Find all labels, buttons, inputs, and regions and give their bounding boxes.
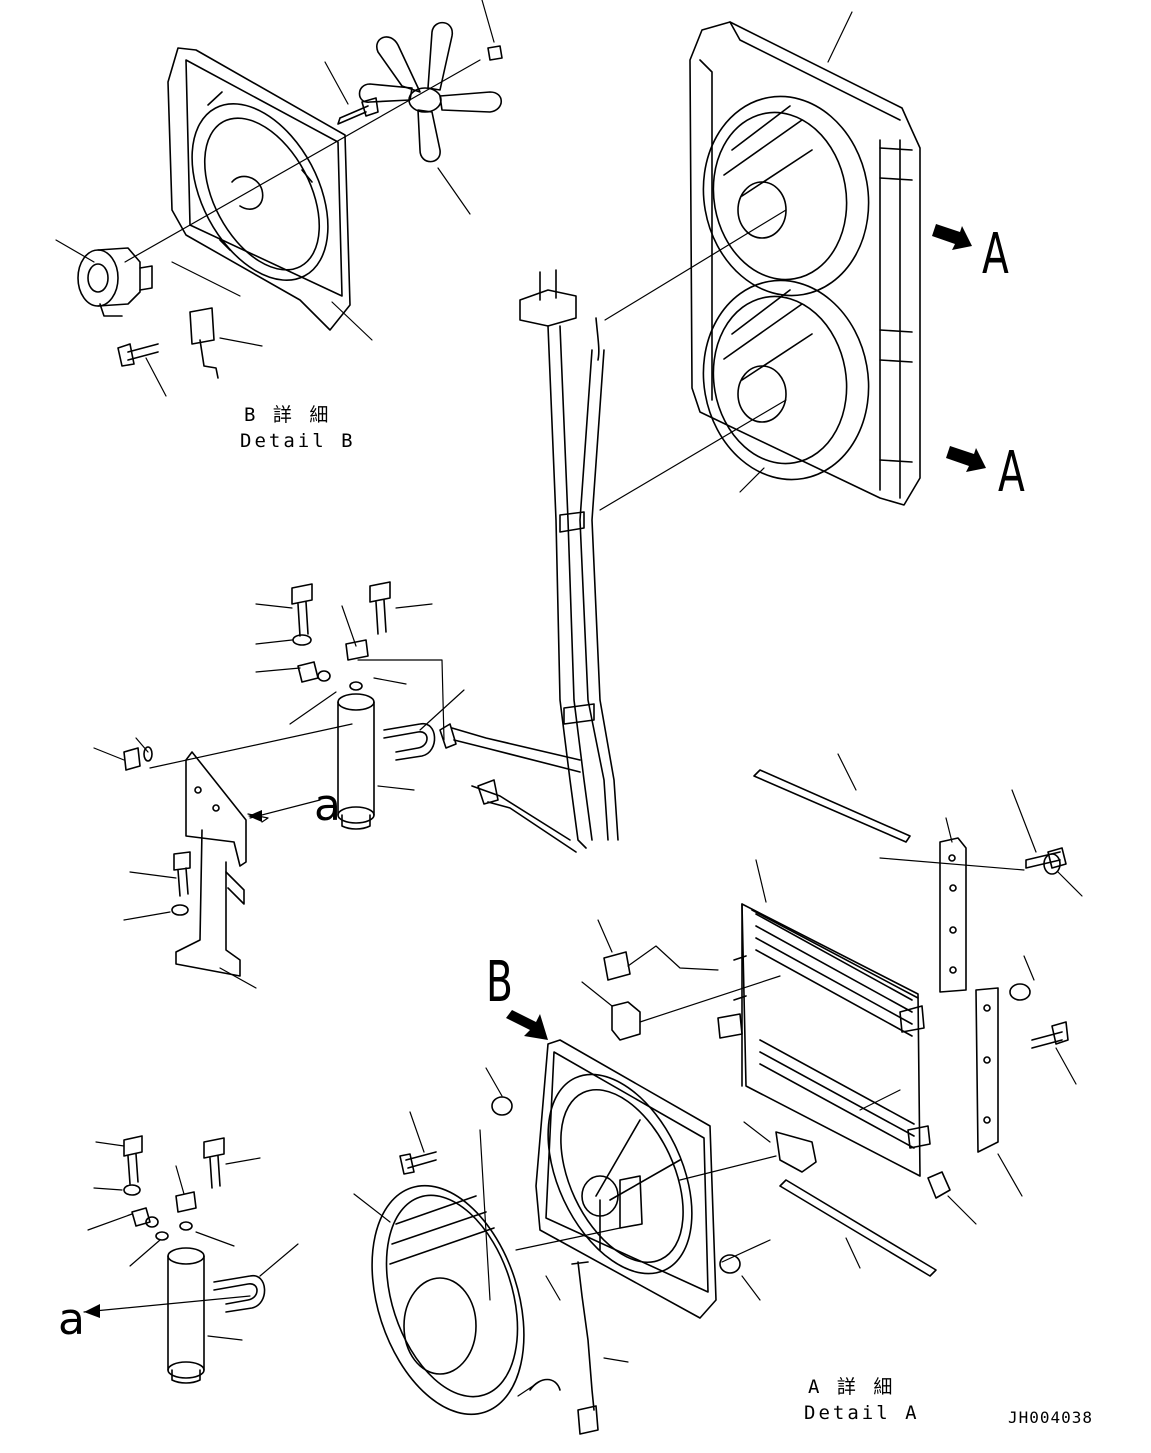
connector-a-label-upper: a <box>314 780 341 831</box>
detail-a-caption-jp: A 詳 細 <box>808 1376 896 1398</box>
u-bolt-upper <box>384 724 435 760</box>
radiator-leaders <box>600 12 852 510</box>
detail-b-caption-jp: B 詳 細 <box>244 404 332 426</box>
connector-arrow-lower <box>84 1304 100 1318</box>
radiator-dual-fan-assembly <box>688 22 920 505</box>
condenser-fan-guard <box>345 1166 551 1434</box>
detail-b-fan-shroud <box>164 48 356 330</box>
detail-b-caption-en: Detail B <box>240 430 356 452</box>
detail-b-fan-blade <box>360 23 502 162</box>
bracket-hardware-upper <box>124 747 190 915</box>
detail-b-fan-motor <box>78 248 152 316</box>
view-arrows-a <box>932 224 986 472</box>
view-arrow-b-label: B <box>486 950 513 1015</box>
lower-drier-leaders <box>84 1142 298 1340</box>
view-arrow-a-label-upper: A <box>982 222 1009 287</box>
seal-strips <box>754 770 936 1276</box>
detail-b-hardware <box>118 46 502 378</box>
detail-b-leaders <box>56 0 494 396</box>
fittings-upper <box>292 582 390 690</box>
fittings-lower <box>124 1136 224 1240</box>
receiver-drier-lower <box>168 1248 265 1383</box>
side-plates <box>940 838 998 1152</box>
mounting-bracket-upper <box>176 752 246 976</box>
receiver-drier-upper <box>338 694 374 829</box>
condenser-fan-shroud <box>519 1040 721 1318</box>
upper-drier-leaders <box>94 604 464 988</box>
detail-a-caption-en: Detail A <box>804 1402 920 1424</box>
connector-arrow-upper <box>248 810 262 822</box>
drawing-code: JH004038 <box>1008 1408 1094 1427</box>
connector-a-label-lower: a <box>58 1294 85 1345</box>
view-arrow-b <box>506 1010 548 1040</box>
condenser-hardware <box>400 848 1068 1434</box>
condenser-core <box>718 904 930 1176</box>
view-arrow-a-label-lower: A <box>998 440 1025 505</box>
condenser-leaders <box>354 754 1082 1396</box>
refrigerant-hoses <box>440 270 618 852</box>
